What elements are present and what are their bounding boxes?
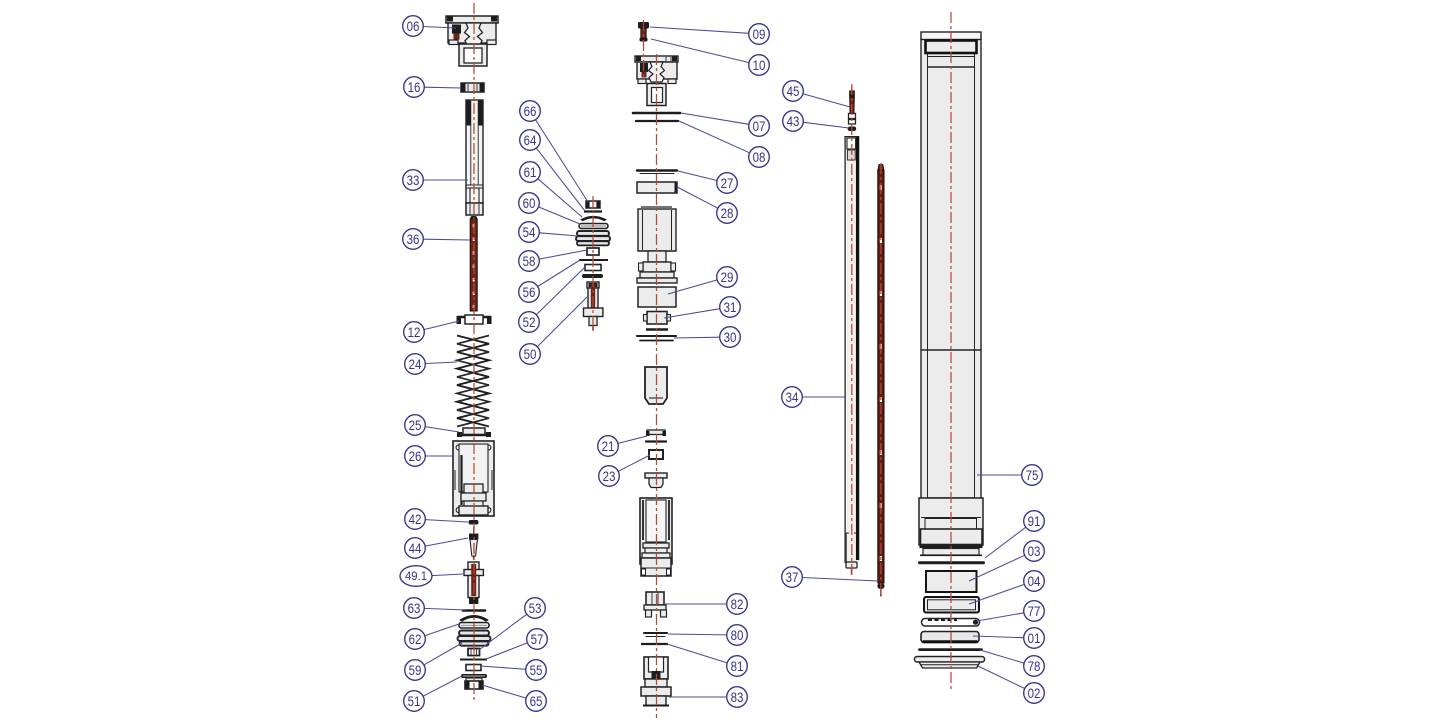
svg-text:33: 33 [407, 172, 420, 188]
svg-text:52: 52 [523, 314, 536, 330]
svg-text:06: 06 [407, 18, 420, 34]
svg-text:29: 29 [721, 269, 734, 285]
svg-text:51: 51 [408, 693, 421, 709]
svg-text:04: 04 [1028, 573, 1041, 589]
svg-text:08: 08 [753, 149, 766, 165]
svg-text:42: 42 [409, 511, 422, 527]
svg-text:65: 65 [530, 693, 543, 709]
svg-text:44: 44 [409, 540, 422, 556]
svg-text:59: 59 [409, 662, 422, 678]
svg-text:03: 03 [1028, 543, 1041, 559]
svg-text:83: 83 [731, 689, 744, 705]
svg-text:54: 54 [523, 224, 536, 240]
svg-text:82: 82 [731, 596, 744, 612]
svg-text:45: 45 [787, 83, 800, 99]
svg-text:34: 34 [786, 389, 799, 405]
svg-text:62: 62 [409, 631, 422, 647]
svg-text:75: 75 [1026, 467, 1039, 483]
svg-text:36: 36 [407, 231, 420, 247]
svg-text:26: 26 [409, 448, 422, 464]
svg-text:02: 02 [1028, 685, 1041, 701]
svg-text:60: 60 [523, 195, 536, 211]
svg-text:01: 01 [1028, 630, 1041, 646]
svg-text:23: 23 [603, 468, 616, 484]
svg-text:56: 56 [523, 284, 536, 300]
svg-text:37: 37 [786, 569, 799, 585]
svg-text:16: 16 [408, 79, 421, 95]
svg-text:49.1: 49.1 [405, 571, 427, 583]
svg-text:66: 66 [524, 103, 537, 119]
svg-text:77: 77 [1028, 603, 1041, 619]
svg-text:53: 53 [529, 600, 542, 616]
svg-text:80: 80 [731, 627, 744, 643]
svg-text:64: 64 [524, 132, 537, 148]
svg-text:07: 07 [753, 118, 766, 134]
svg-text:30: 30 [724, 329, 737, 345]
svg-text:43: 43 [787, 113, 800, 129]
svg-text:25: 25 [409, 417, 422, 433]
svg-text:10: 10 [753, 57, 766, 73]
svg-text:12: 12 [408, 324, 421, 340]
svg-text:91: 91 [1028, 513, 1041, 529]
svg-text:09: 09 [753, 26, 766, 42]
svg-text:31: 31 [724, 299, 737, 315]
svg-text:55: 55 [530, 662, 543, 678]
svg-text:78: 78 [1028, 658, 1041, 674]
svg-text:24: 24 [409, 356, 422, 372]
svg-text:63: 63 [408, 600, 421, 616]
svg-text:28: 28 [721, 205, 734, 221]
svg-text:27: 27 [721, 175, 734, 191]
svg-text:50: 50 [524, 346, 537, 362]
svg-text:21: 21 [602, 438, 615, 454]
svg-text:81: 81 [731, 658, 744, 674]
svg-text:58: 58 [523, 253, 536, 269]
svg-text:57: 57 [531, 631, 544, 647]
svg-text:61: 61 [524, 164, 537, 180]
